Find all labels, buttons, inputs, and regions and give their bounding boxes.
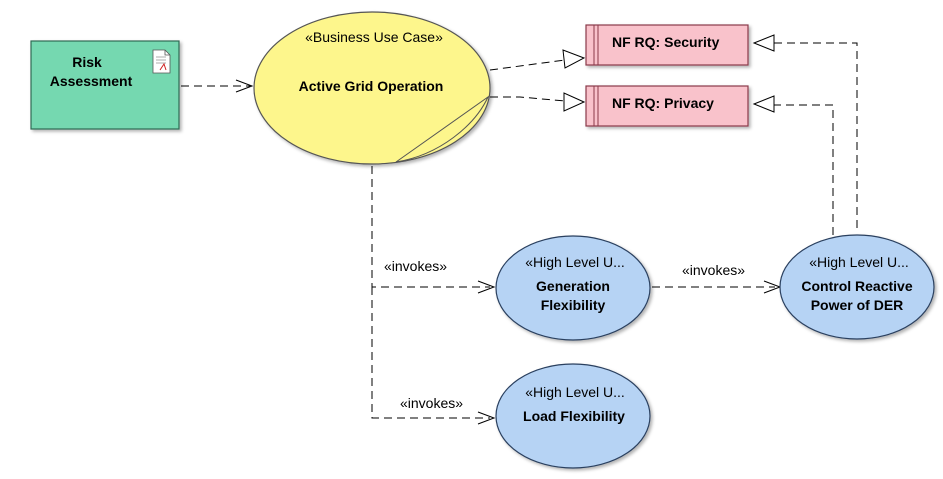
risk-assessment-artifact[interactable]: Risk Assessment (30, 40, 180, 130)
active-grid-name: Active Grid Operation (299, 78, 444, 94)
load-flexibility-stereotype: «High Level U... (525, 384, 625, 400)
invokes-label-load: «invokes» (400, 395, 463, 411)
connector-active-grid-to-privacy[interactable] (490, 92, 586, 112)
active-grid-operation-usecase[interactable]: «Business Use Case» Active Grid Operatio… (253, 11, 491, 165)
generation-flexibility-line1: Generation (536, 278, 610, 294)
generation-flexibility-stereotype: «High Level U... (525, 254, 625, 270)
control-reactive-stereotype: «High Level U... (809, 254, 909, 270)
connector-invokes-load[interactable] (371, 287, 496, 425)
invokes-label-generation: «invokes» (384, 258, 447, 274)
connector-control-to-privacy[interactable] (752, 95, 834, 235)
nf-rq-privacy-requirement[interactable]: NF RQ: Privacy (585, 85, 749, 127)
connector-risk-to-active-grid[interactable] (181, 79, 254, 93)
document-icon (152, 49, 171, 74)
active-grid-stereotype: «Business Use Case» (305, 29, 443, 45)
connector-invokes-control[interactable] (652, 280, 782, 294)
generation-flexibility-line2: Flexibility (541, 297, 606, 313)
load-flexibility-name: Load Flexibility (523, 408, 625, 424)
control-reactive-power-usecase[interactable]: «High Level U... Control Reactive Power … (779, 234, 935, 340)
invokes-label-control: «invokes» (682, 262, 745, 278)
nf-rq-security-label: NF RQ: Security (612, 34, 720, 50)
generation-flexibility-usecase[interactable]: «High Level U... Generation Flexibility (495, 235, 651, 341)
nf-rq-security-requirement[interactable]: NF RQ: Security (585, 24, 749, 66)
control-reactive-line2: Power of DER (811, 297, 904, 313)
connector-control-to-security[interactable] (752, 34, 858, 228)
control-reactive-line1: Control Reactive (801, 278, 912, 294)
risk-assessment-line2: Assessment (50, 73, 133, 89)
connector-active-grid-to-security[interactable] (489, 49, 586, 71)
nf-rq-privacy-label: NF RQ: Privacy (612, 95, 714, 111)
risk-assessment-line1: Risk (72, 54, 102, 70)
load-flexibility-usecase[interactable]: «High Level U... Load Flexibility (495, 363, 651, 469)
